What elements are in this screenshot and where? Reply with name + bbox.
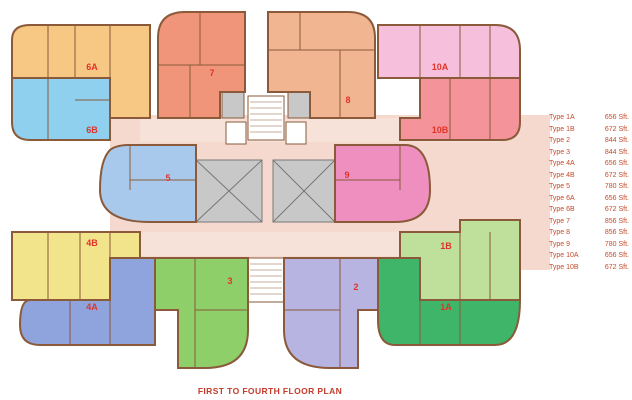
unit-4a [18, 257, 156, 346]
unit-label-10b: 10B [432, 125, 449, 135]
unit-label-8: 8 [345, 95, 350, 105]
unit-label-10a: 10A [432, 62, 449, 72]
unit-1a [377, 257, 522, 346]
unit-3 [154, 257, 249, 369]
stair-bottom [247, 257, 285, 303]
unit-10b [399, 77, 521, 141]
unit-8 [267, 11, 376, 119]
stair-top [247, 95, 285, 141]
unit-label-2: 2 [353, 282, 358, 292]
unit-7 [157, 11, 246, 119]
unit-label-7: 7 [209, 68, 214, 78]
unit-label-4a: 4A [86, 302, 98, 312]
unit-label-1b: 1B [440, 241, 452, 251]
unit-6b [11, 77, 111, 141]
unit-label-4b: 4B [86, 238, 98, 248]
unit-label-6a: 6A [86, 62, 98, 72]
unit-5 [98, 144, 197, 223]
unit-label-1a: 1A [440, 302, 452, 312]
plan-caption: FIRST TO FOURTH FLOOR PLAN [197, 386, 343, 396]
unit-label-9: 9 [344, 170, 349, 180]
unit-10a [377, 24, 521, 79]
unit-label-6b: 6B [86, 125, 98, 135]
lift-cabins-top [221, 91, 311, 145]
lift-shaft-left [195, 159, 263, 223]
unit-9 [334, 144, 432, 223]
lift-shaft-right [272, 159, 336, 223]
unit-label-3: 3 [227, 276, 232, 286]
unit-label-5: 5 [165, 173, 170, 183]
unit-1b [399, 219, 521, 301]
unit-2 [283, 257, 379, 369]
